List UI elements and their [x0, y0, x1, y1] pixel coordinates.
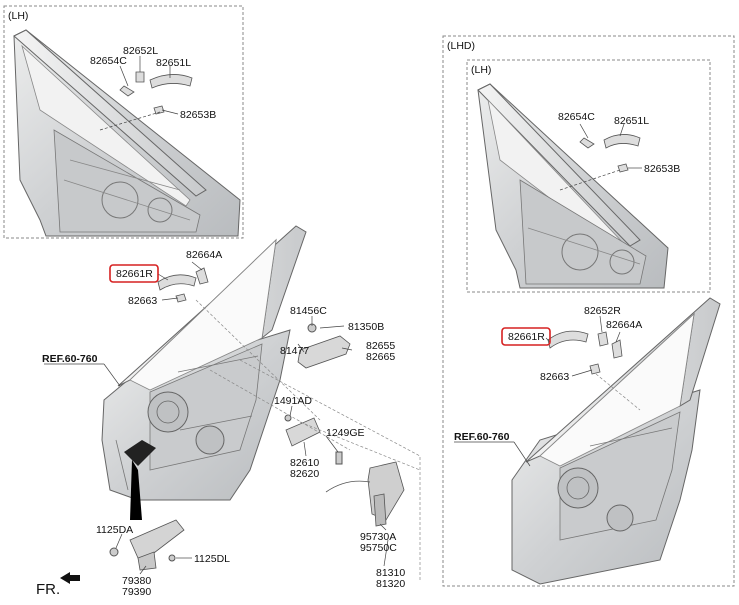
door-illustration-lh-top — [13, 29, 241, 237]
front-direction-indicator: FR. — [36, 572, 80, 598]
highlight-82661R-main — [109, 264, 159, 283]
label-82655: 82655 — [366, 340, 395, 352]
hinge-pointer — [130, 460, 142, 520]
lock-parts-main — [284, 323, 405, 527]
highlight-82661R-lhd — [501, 327, 551, 346]
lhd-title: (LHD) — [447, 40, 475, 52]
label-ref-lhd: REF.60-760 — [454, 431, 510, 443]
label-81456C: 81456C — [290, 305, 327, 317]
lhd-frame — [442, 35, 735, 587]
label-82620: 82620 — [290, 468, 319, 480]
lhd-inner-frame — [466, 59, 711, 293]
door-illustration-main — [101, 225, 307, 501]
label-82653B-lhd: 82653B — [644, 163, 680, 175]
label-79390: 79390 — [122, 586, 151, 598]
label-95730A: 95730A — [360, 531, 396, 543]
dashed-guides-main — [195, 299, 421, 580]
lh-top-title: (LH) — [8, 10, 28, 22]
label-1125DL: 1125DL — [194, 553, 230, 565]
leaders-lhd-inner — [559, 123, 642, 191]
label-82654C-lhd: 82654C — [558, 111, 595, 123]
label-81310: 81310 — [376, 567, 405, 579]
label-81477: 81477 — [280, 345, 309, 357]
hinge-assembly — [109, 519, 185, 571]
label-82665: 82665 — [366, 351, 395, 363]
door-illustration-lhd-inner — [477, 83, 669, 289]
label-1125DA: 1125DA — [96, 524, 133, 536]
label-79380: 79380 — [122, 575, 151, 587]
lh-top-box: (LH) 82652L 82654C 82651L — [3, 5, 244, 239]
leaders-main — [44, 261, 389, 575]
label-82654C: 82654C — [90, 55, 127, 67]
label-82664A-lhd: 82664A — [606, 319, 642, 331]
handle-parts-lhd-inner — [579, 134, 641, 173]
label-1491AD: 1491AD — [274, 395, 312, 407]
label-fr: FR. — [36, 581, 60, 598]
leaders-lhd-lower — [454, 315, 621, 467]
lhd-box: (LHD) (LH) 82654C 82651L 82653B — [442, 35, 735, 587]
dashed-guides-lhd — [595, 373, 641, 411]
label-ref-main: REF.60-760 — [42, 353, 98, 365]
label-82651L-lhd: 82651L — [614, 115, 649, 127]
label-1249GE: 1249GE — [326, 427, 365, 439]
label-82652L: 82652L — [123, 45, 158, 57]
leaders-lh-top — [99, 56, 179, 131]
label-82610: 82610 — [290, 457, 319, 469]
label-81320: 81320 — [376, 578, 405, 590]
label-82653B: 82653B — [180, 109, 216, 121]
label-82651L: 82651L — [156, 57, 191, 69]
front-arrow-icon — [60, 572, 80, 584]
label-82661R-lhd: 82661R — [508, 331, 545, 343]
label-82652R-lhd: 82652R — [584, 305, 621, 317]
main-door-group: 82661R 82664A 82663 81456C 81350B 81477 … — [36, 225, 421, 598]
label-82663-lhd: 82663 — [540, 371, 569, 383]
handle-parts-lh-top — [119, 71, 193, 115]
handle-parts-lhd-lower — [547, 330, 623, 375]
label-82663-main: 82663 — [128, 295, 157, 307]
lhd-inner-title: (LH) — [471, 64, 491, 76]
label-82664A-main: 82664A — [186, 249, 222, 261]
label-82661R-main: 82661R — [116, 268, 153, 280]
label-95750C: 95750C — [360, 542, 397, 554]
label-81350B: 81350B — [348, 321, 384, 333]
lh-top-frame — [3, 5, 244, 239]
outside-handle-main — [157, 267, 209, 303]
hinge-callout — [124, 440, 156, 466]
door-illustration-lhd-lower — [511, 297, 721, 585]
